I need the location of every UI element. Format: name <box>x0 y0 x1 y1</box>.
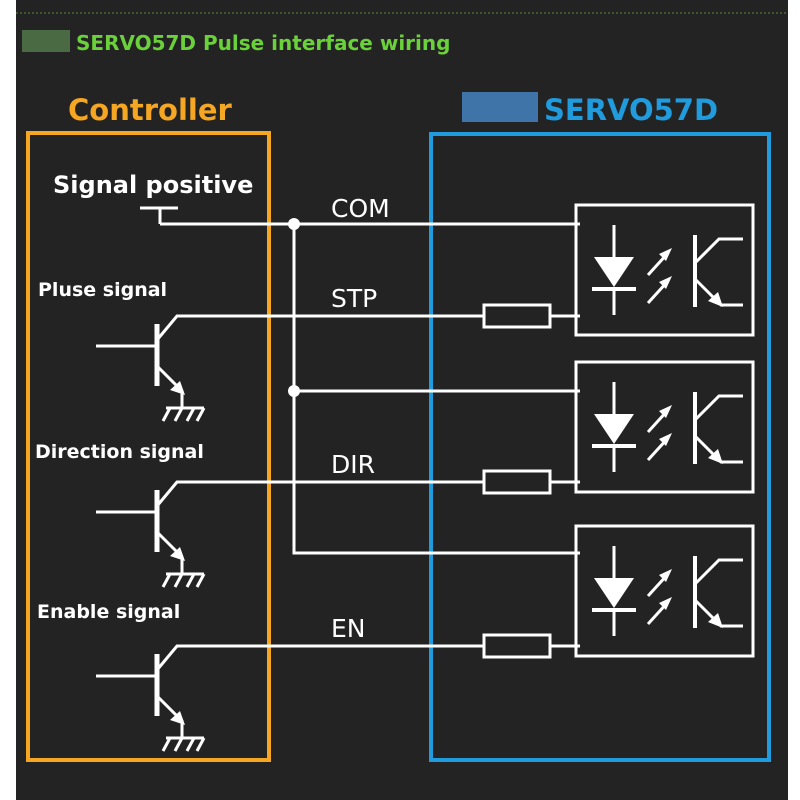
npn-transistor <box>96 469 580 588</box>
led-icon <box>594 578 634 608</box>
optocoupler <box>574 203 755 337</box>
emitter-arrow <box>170 381 185 395</box>
led-icon <box>594 257 634 287</box>
controller-title: Controller <box>68 93 232 127</box>
light-arrowhead <box>659 597 672 610</box>
emitter-arrow <box>170 547 185 561</box>
ground-hatch <box>173 407 184 422</box>
channel-label-direction: Direction signal <box>35 441 204 463</box>
dir-label: DIR <box>331 450 375 479</box>
com-bus <box>292 224 580 555</box>
ground-hatch <box>185 737 196 752</box>
ground-hatch <box>195 573 206 588</box>
light-arrowhead <box>659 569 672 582</box>
channel-label-enable: Enable signal <box>37 601 180 623</box>
com-label: COM <box>331 194 390 223</box>
phototransistor-arrow <box>708 613 723 628</box>
channel-label-pulse: Pluse signal <box>38 279 167 301</box>
brand-logo-blur <box>22 30 70 52</box>
resistor <box>482 303 552 329</box>
phototransistor-arrow <box>708 292 723 307</box>
emitter-arrow <box>170 711 185 725</box>
junction-dot <box>288 218 300 230</box>
resistor <box>482 633 552 659</box>
optocoupler-box <box>574 524 755 658</box>
phototransistor-collector <box>693 237 743 265</box>
optocoupler-box <box>574 360 755 494</box>
ground-hatch <box>195 407 206 422</box>
ground-hatch <box>161 573 172 588</box>
optocoupler-box <box>574 203 755 337</box>
servo-brand-logo-blur <box>462 92 538 122</box>
ground-hatch <box>161 407 172 422</box>
ground-hatch <box>173 737 184 752</box>
ground-hatch <box>161 737 172 752</box>
phototransistor-collector <box>693 558 743 586</box>
npn-transistor <box>96 303 580 422</box>
light-arrowhead <box>659 248 672 261</box>
controller-box <box>26 131 271 762</box>
junction-dot <box>288 385 300 397</box>
optocoupler <box>574 524 755 658</box>
stp-label: STP <box>331 284 377 313</box>
phototransistor-arrow <box>708 449 723 464</box>
en-label: EN <box>331 614 366 643</box>
servo-box <box>429 132 771 762</box>
ground-hatch <box>195 737 206 752</box>
light-arrowhead <box>659 405 672 418</box>
light-arrowhead <box>659 433 672 446</box>
light-arrowhead <box>659 276 672 289</box>
ground-hatch <box>185 573 196 588</box>
led-icon <box>594 414 634 444</box>
phototransistor-collector <box>693 394 743 422</box>
stp-wire <box>155 314 580 341</box>
signal-positive-label: Signal positive <box>53 171 253 199</box>
servo-title: SERVO57D <box>544 93 718 127</box>
signal-positive-terminal <box>140 206 178 224</box>
ground-hatch <box>173 573 184 588</box>
dir-wire <box>155 480 580 507</box>
optocoupler <box>574 360 755 494</box>
en-wire <box>155 644 580 671</box>
resistor <box>482 469 552 495</box>
npn-transistor <box>96 633 580 752</box>
header-title: SERVO57D Pulse interface wiring <box>76 31 450 55</box>
ground-hatch <box>185 407 196 422</box>
